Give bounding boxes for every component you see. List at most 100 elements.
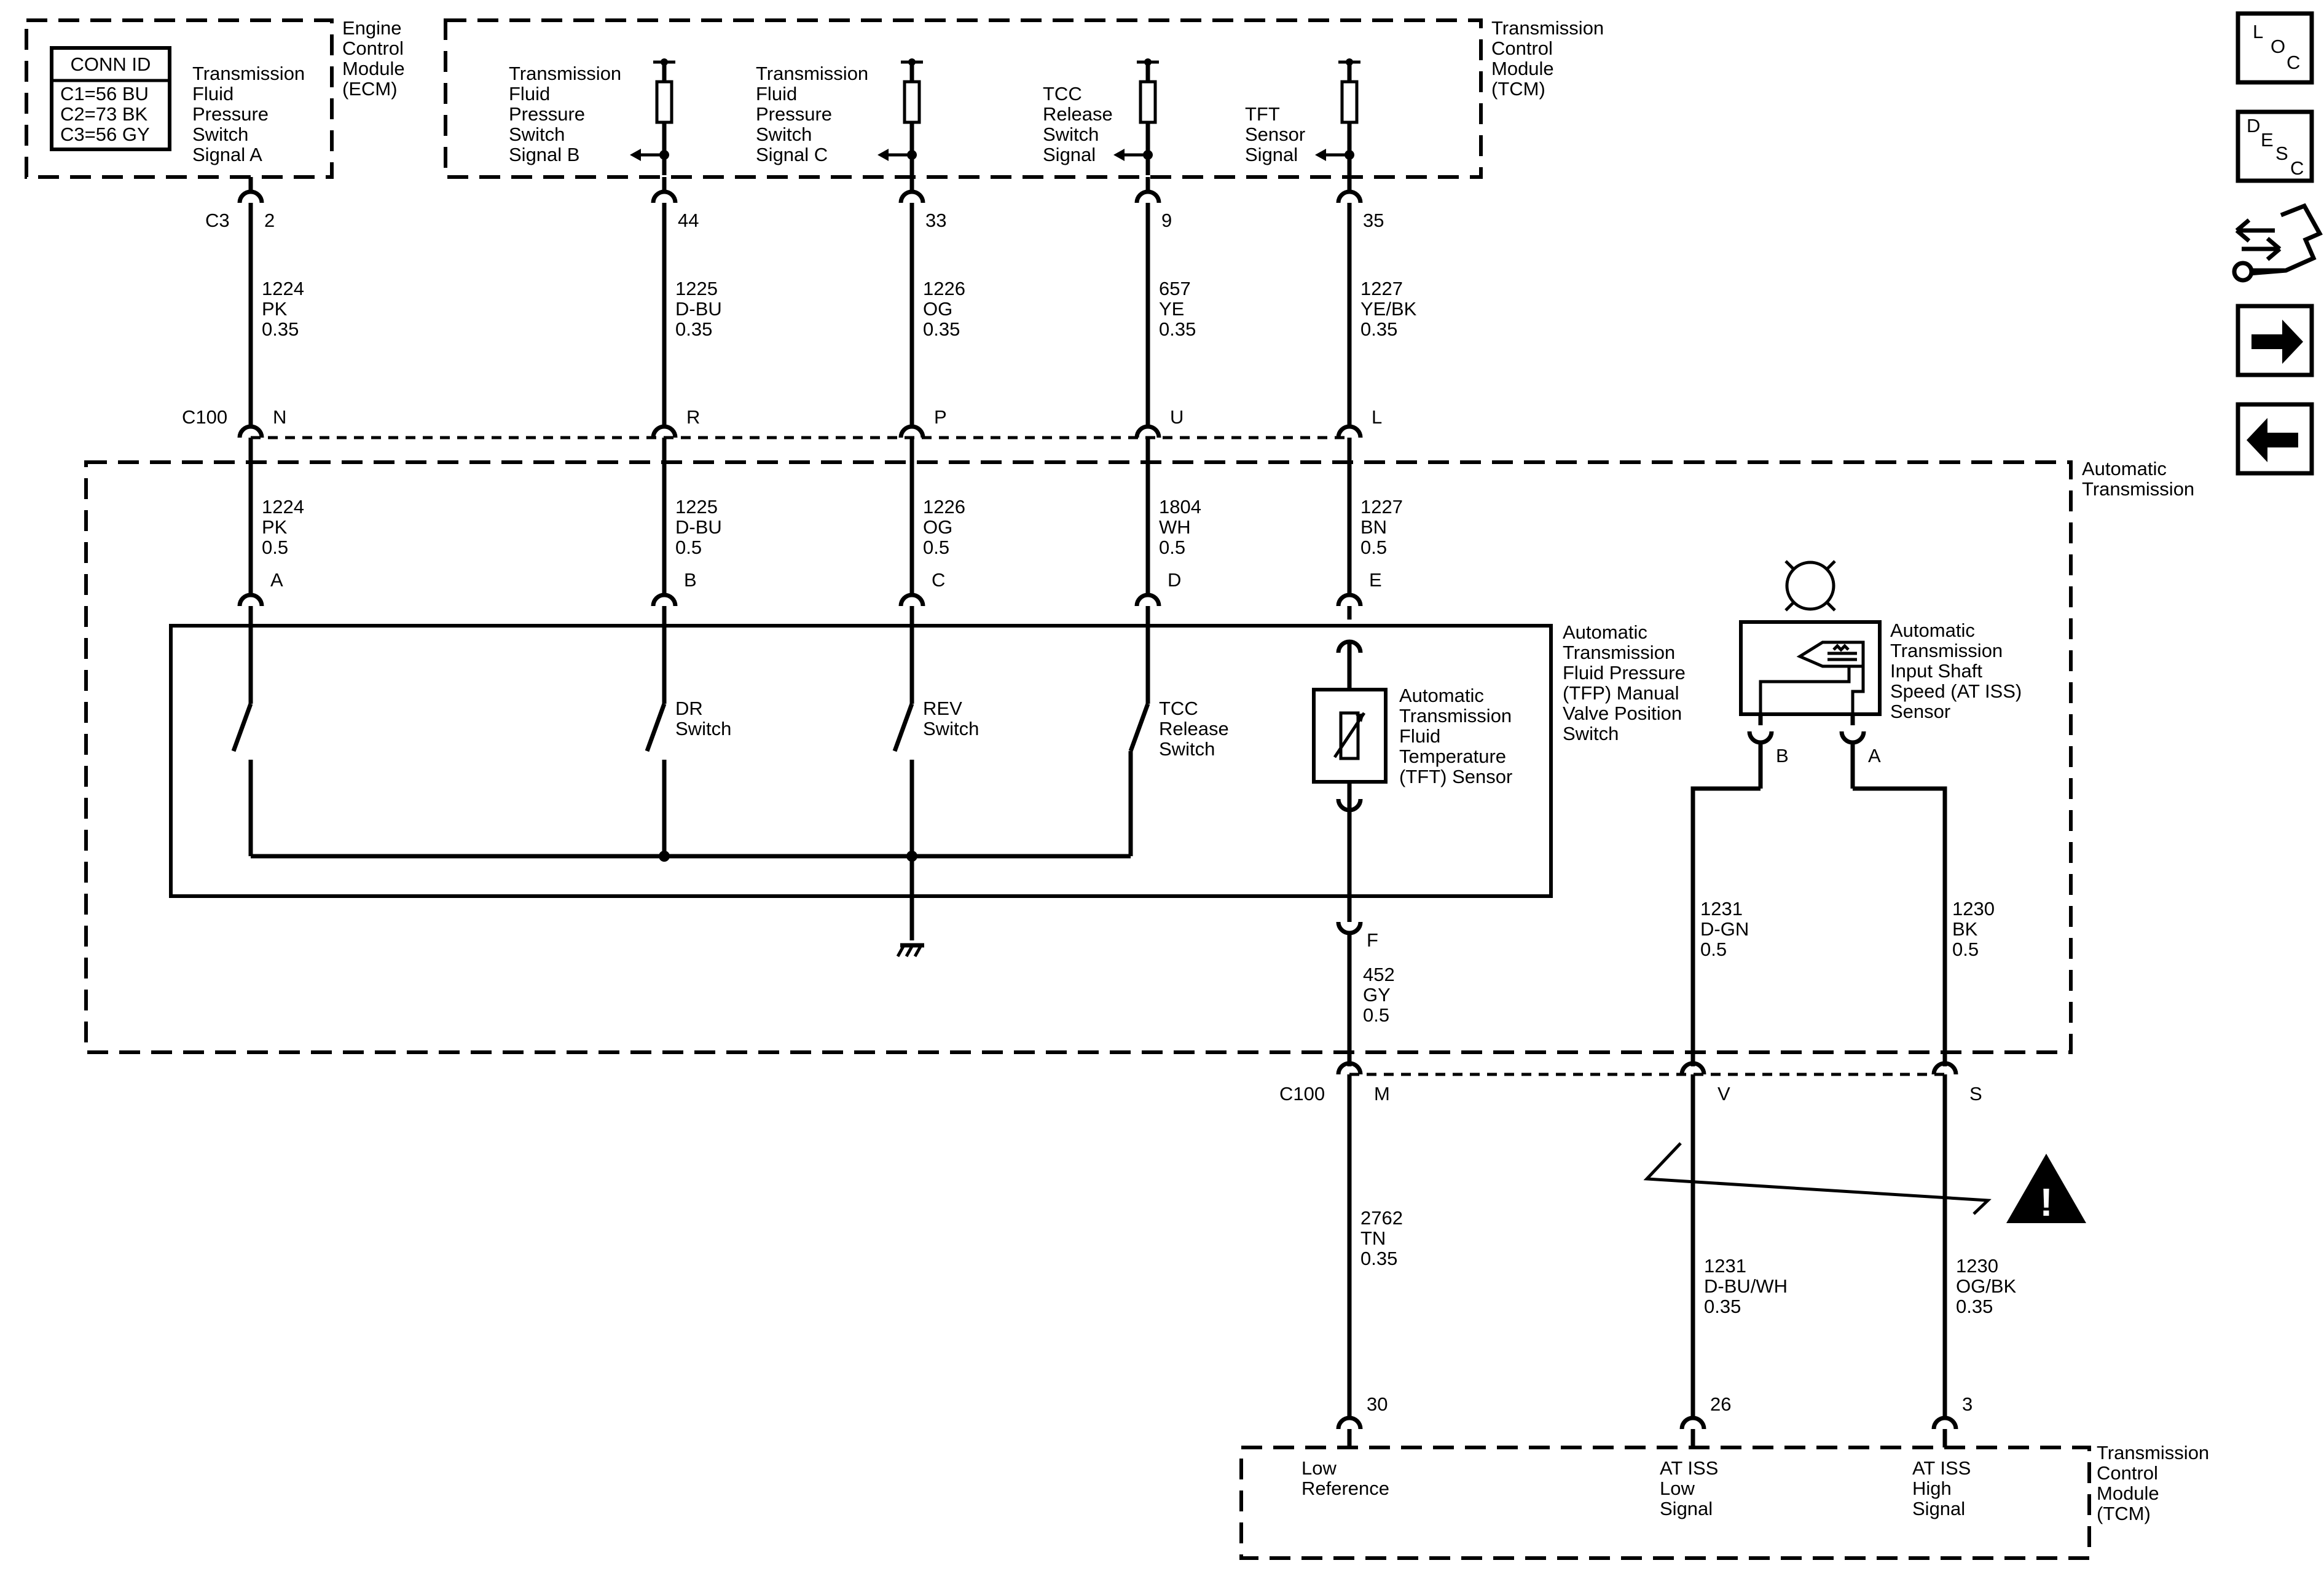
svg-text:Signal: Signal [1245,144,1298,165]
svg-text:BK: BK [1952,918,1978,940]
svg-text:Switch: Switch [192,124,248,145]
wire-color-label: YE [1159,298,1184,320]
pin-label: S [1969,1083,1982,1105]
wire-circuit-label: 2762 [1360,1207,1403,1229]
twisted-pair-icon [1643,1142,1992,1215]
pin-label: A [270,569,283,591]
svg-text:Switch: Switch [756,124,812,145]
pin-label: M [1374,1083,1390,1105]
pin-label: L [1372,406,1382,428]
svg-text:Switch: Switch [1159,738,1215,760]
resistor-icon [903,80,921,124]
svg-text:High: High [1912,1478,1952,1499]
svg-text:C: C [2290,157,2304,179]
pin-connector [898,593,925,607]
pin-connector [1839,731,1866,745]
resistor-icon [655,80,673,124]
splice-dot [906,851,917,862]
svg-text:Fluid: Fluid [192,83,234,104]
pin-label: 30 [1367,1393,1388,1415]
ground-icon [896,943,924,958]
wire-circuit-label: 1225 [675,496,718,518]
svg-text:D: D [2247,115,2260,136]
previous-page-button[interactable] [2236,402,2314,476]
svg-text:TCC: TCC [1043,83,1082,104]
wire-circuit-label: 1227 [1360,496,1403,518]
pin-connector [237,424,264,438]
svg-text:Automatic: Automatic [1399,685,1484,706]
pin-connector [1679,1061,1706,1075]
arrow-right-icon [2251,320,2303,364]
wire-color-label: WH [1159,516,1191,538]
svg-text:Pressure: Pressure [756,103,832,125]
arrow-left-icon [2247,418,2298,462]
svg-text:Transmission: Transmission [1399,705,1512,726]
wire-color-label: OG [923,298,952,320]
location-button[interactable]: L O C [2236,11,2314,85]
conn-id-title: CONN ID [71,53,151,75]
svg-text:Fluid Pressure: Fluid Pressure [1563,662,1686,683]
svg-text:Reference: Reference [1301,1478,1389,1499]
svg-text:0.5: 0.5 [1700,939,1727,960]
svg-text:Signal B: Signal B [509,144,579,165]
svg-text:Switch: Switch [923,718,979,739]
pin-connector [1931,1416,1958,1430]
svg-text:Low: Low [1301,1457,1337,1479]
svg-text:O: O [2271,36,2285,57]
pin-label: R [686,406,700,428]
thermistor-icon [1339,711,1360,760]
wire-color-label: PK [262,298,288,320]
description-button[interactable]: D E S C [2236,109,2314,183]
svg-text:Fluid: Fluid [756,83,797,104]
svg-text:Signal: Signal [1660,1498,1713,1519]
signal-a-label: Transmission Fluid Pressure Switch Signa… [192,63,305,165]
svg-text:Switch: Switch [1563,723,1619,744]
conn-id-line: C1=56 BU [60,83,149,104]
svg-text:(TCM): (TCM) [1491,78,1545,100]
next-page-button[interactable] [2236,304,2314,377]
pin-connector [1931,1061,1958,1075]
ecm-label: Engine Control Module (ECM) [342,17,405,100]
wire-circuit-label: 1226 [923,496,965,518]
wire-size-label: 0.5 [923,537,949,558]
pin-connector [651,424,678,438]
resistor-icon [1139,80,1157,124]
svg-text:E: E [2261,129,2274,151]
svg-text:S: S [2275,143,2288,164]
svg-text:1230: 1230 [1952,898,1995,919]
wire-circuit-label: 1231 [1704,1255,1746,1277]
arrow-left-icon [1113,149,1125,161]
wire-size-label: 0.35 [1704,1296,1741,1317]
pin-label: B [684,569,697,591]
mid-wires: 1224PK0.51225D-BU0.51226OG0.51804WH0.512… [248,438,1403,595]
pin-label: U [1170,406,1184,428]
svg-text:Pressure: Pressure [192,103,269,125]
rev-switch [892,618,914,940]
svg-text:Fluid: Fluid [1399,725,1440,747]
svg-text:Automatic: Automatic [1890,620,1975,641]
connector-end-view-button[interactable] [2232,203,2323,283]
svg-text:TCC: TCC [1159,698,1198,719]
svg-text:Signal A: Signal A [192,144,262,165]
c100-bottom-label: C100 [1279,1083,1325,1105]
svg-text:Transmission: Transmission [1890,640,2003,661]
signal-b-label: Transmission Fluid Pressure Switch Signa… [509,63,621,165]
pin-connector [1747,731,1774,745]
pin-label: D [1168,569,1181,591]
svg-text:D-GN: D-GN [1700,918,1749,940]
svg-text:0.5: 0.5 [1952,939,1979,960]
svg-text:AT ISS: AT ISS [1660,1457,1718,1479]
tcm-top-box [444,18,1483,179]
svg-text:Automatic: Automatic [2082,458,2167,479]
svg-text:Module: Module [1491,58,1554,79]
svg-text:(TCM): (TCM) [2097,1503,2151,1524]
iss-sensor [1690,560,1947,1066]
iss-sensor-box [1739,620,1882,716]
svg-text:Control: Control [1491,37,1553,59]
wire-color-label: PK [262,516,288,538]
svg-text:Release: Release [1043,103,1113,125]
pin-label: 35 [1363,210,1384,231]
